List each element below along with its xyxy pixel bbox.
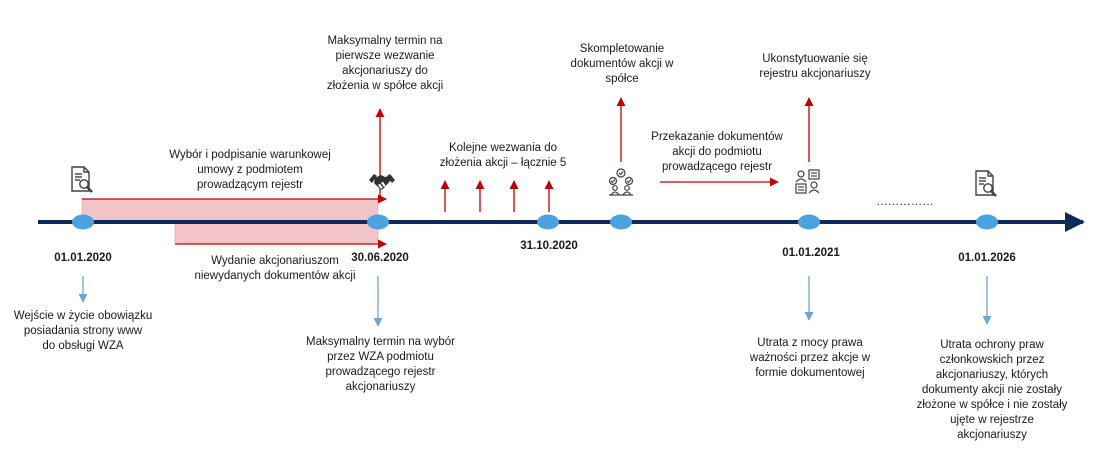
selection-period-band bbox=[81, 198, 379, 223]
event-selection-deadline: Maksymalny termin na wybór przez WZA pod… bbox=[306, 336, 455, 393]
event-share-issuance: Wydanie akcjonariuszom niewydanych dokum… bbox=[194, 255, 356, 282]
document-search-icon bbox=[975, 170, 997, 197]
date-label-2020-06-30: 30.06.2020 bbox=[351, 252, 409, 264]
milestone-2020-10-31 bbox=[537, 214, 559, 230]
event-register-established: Ukonstytuowanie się rejestru akcjonarius… bbox=[759, 53, 871, 80]
event-validity-loss: Utrata z mocy prawa ważności przez akcje… bbox=[749, 337, 871, 379]
event-next-calls: Kolejne wezwania do złożenia akcji – łąc… bbox=[439, 142, 567, 169]
milestone-2020-01-01 bbox=[72, 214, 94, 230]
event-protection-loss: Utrata ochrony praw członkowskich przez … bbox=[916, 339, 1068, 441]
milestone-docs bbox=[610, 214, 632, 230]
document-search-icon bbox=[71, 166, 93, 193]
event-first-call-deadline: Maksymalny termin na pierwsze wezwanie a… bbox=[326, 35, 444, 92]
people-checklist-icon bbox=[608, 168, 634, 196]
milestone-2020-06-30 bbox=[367, 214, 389, 230]
date-label-2020-10-31: 31.10.2020 bbox=[520, 240, 578, 252]
date-label-2020-01-01: 01.01.2020 bbox=[54, 252, 112, 264]
issuance-period-band bbox=[174, 221, 379, 245]
date-label-2026-01-01: 01.01.2026 bbox=[958, 252, 1016, 264]
milestone-2026-01-01 bbox=[976, 214, 998, 230]
ellipsis: …………… bbox=[876, 196, 934, 208]
milestone-2021-01-01 bbox=[798, 214, 820, 230]
event-docs-completed: Skompletowanie dokumentów akcji w spółce bbox=[570, 43, 674, 85]
event-docs-transfer: Przekazanie dokumentów akcji do podmiotu… bbox=[651, 131, 783, 173]
date-label-2021-01-01: 01.01.2021 bbox=[782, 247, 840, 259]
event-www-obligation: Wejście w życie obowiązku posiadania str… bbox=[13, 310, 153, 352]
people-register-icon bbox=[795, 169, 820, 194]
event-selection-and-contract: Wybór i podpisanie warunkowej umowy z po… bbox=[169, 149, 331, 191]
handshake-icon bbox=[369, 174, 395, 190]
